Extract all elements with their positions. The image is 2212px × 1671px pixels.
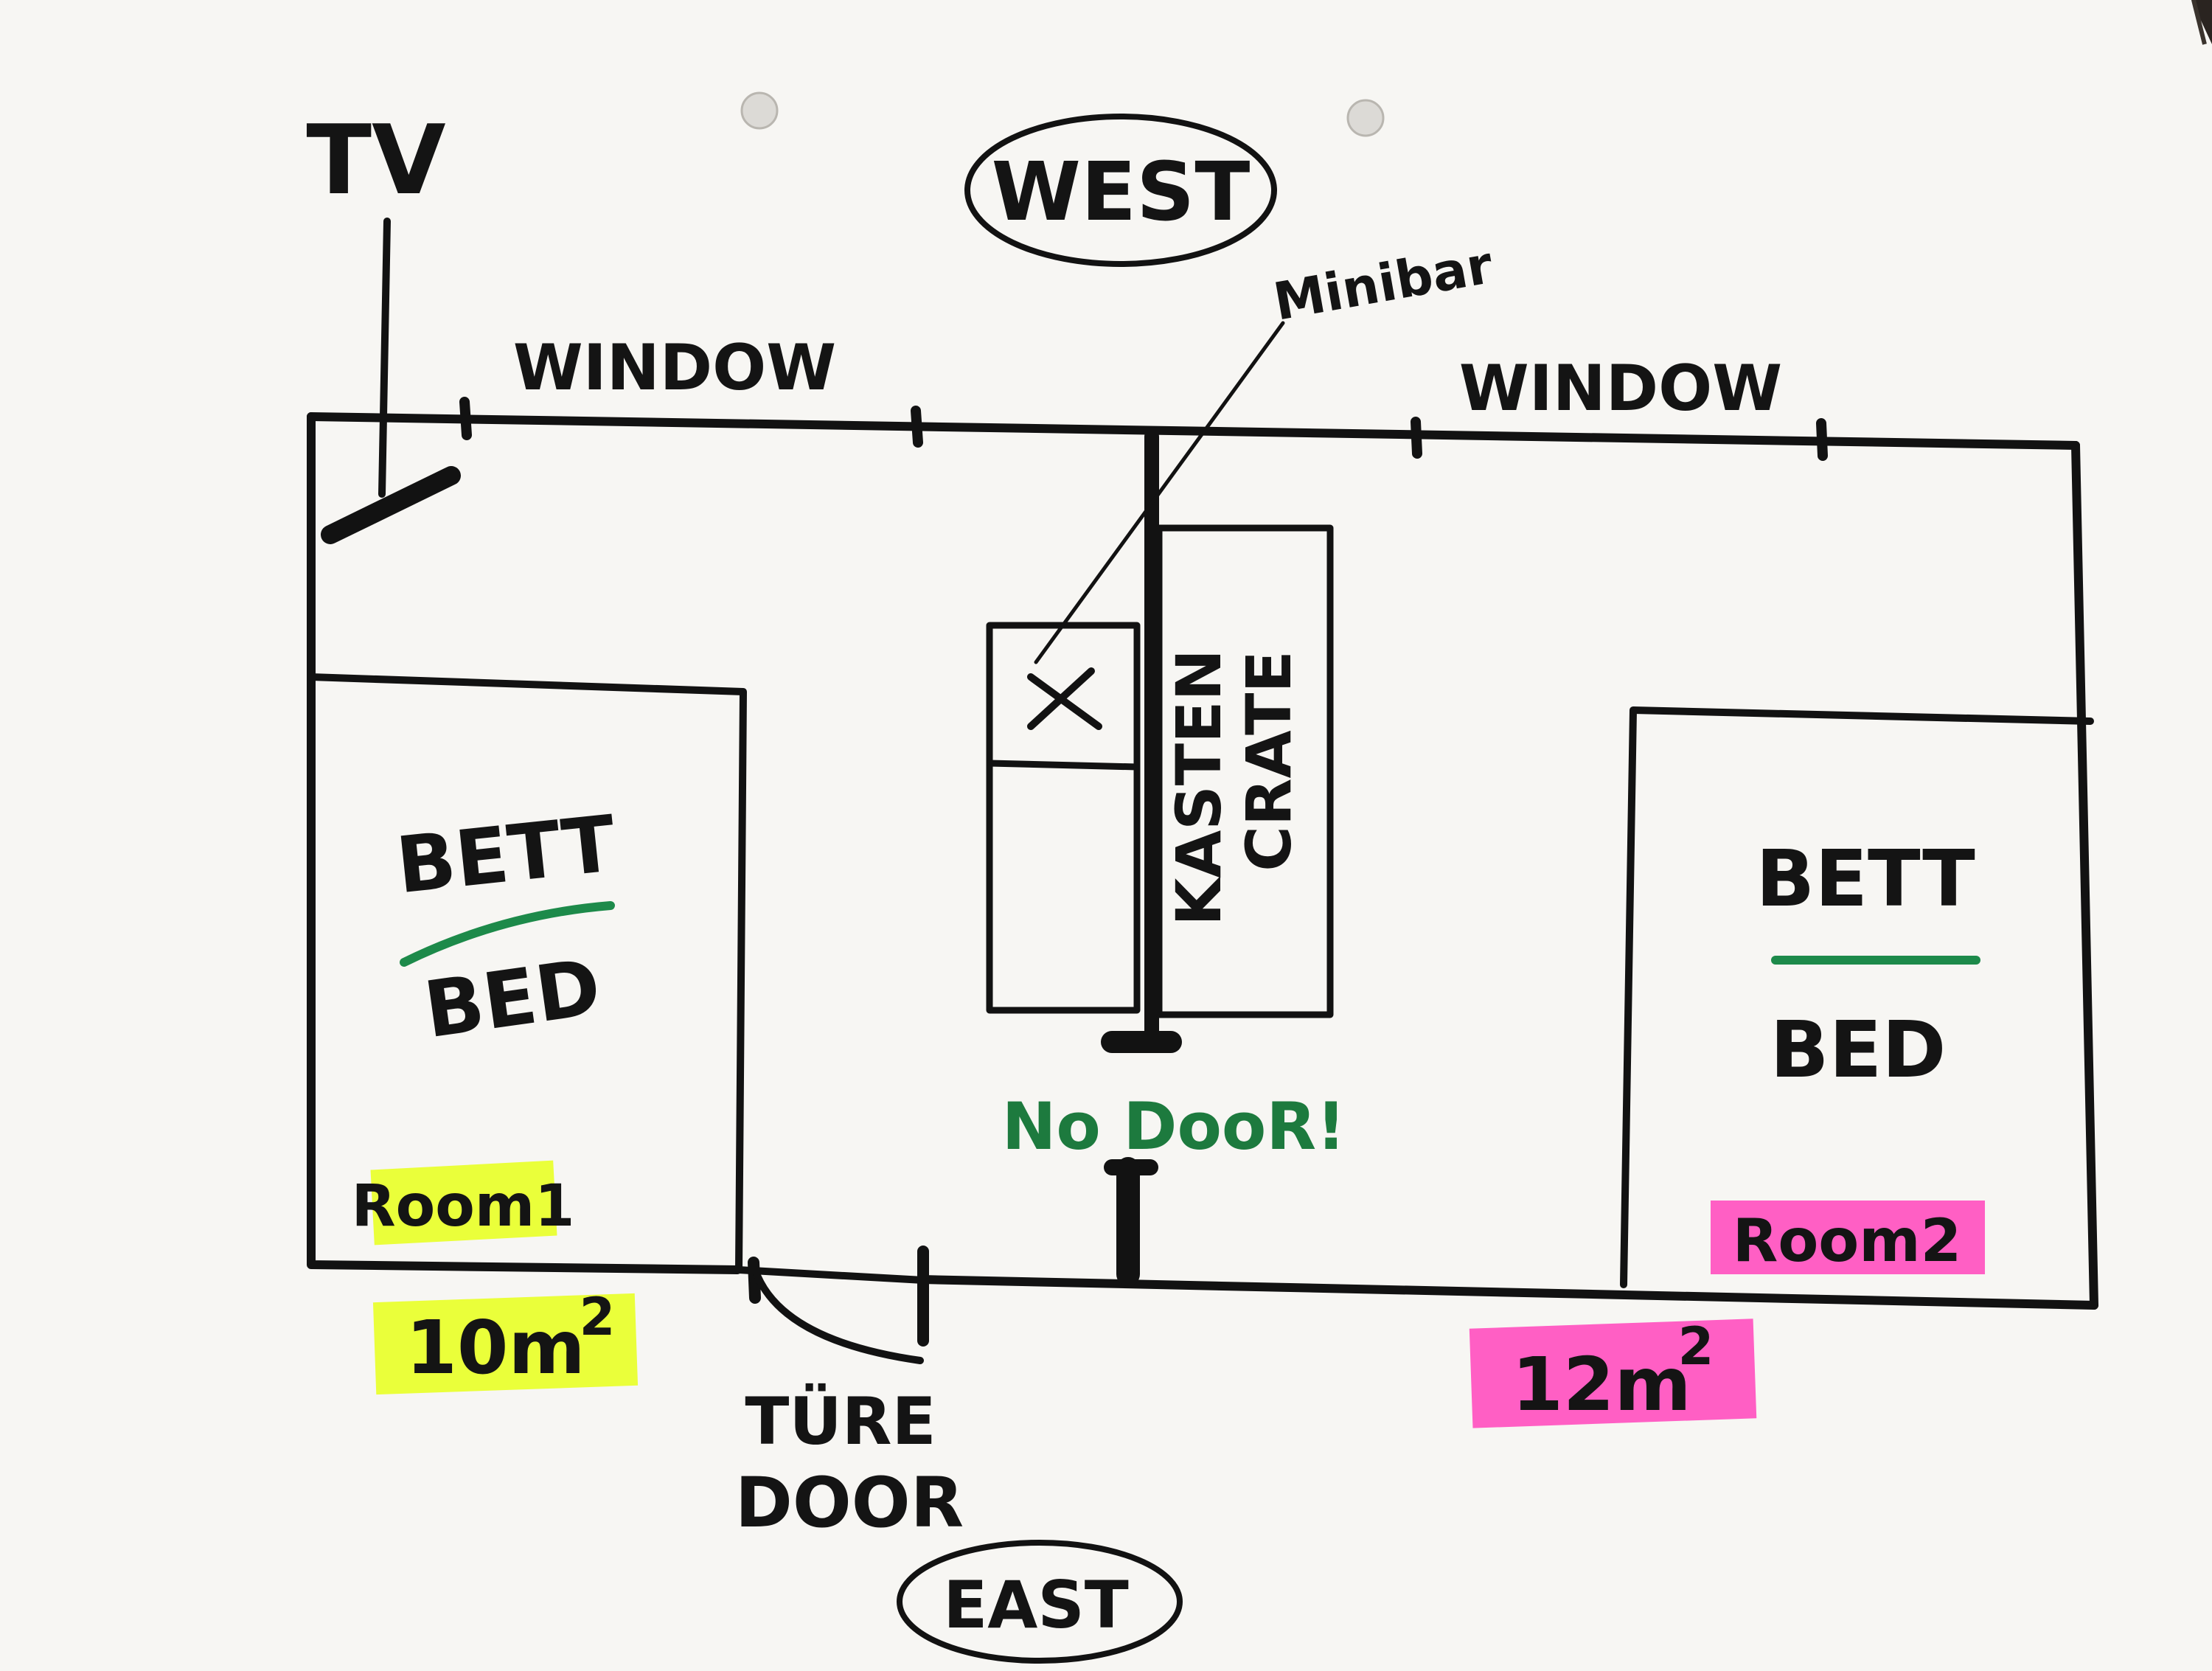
minibar-x-mark [1027, 673, 1102, 730]
east-label: EAST [943, 1567, 1129, 1643]
room2-area-exponent: 2 [1678, 1316, 1714, 1377]
door-label-de: TÜRE [745, 1383, 936, 1459]
room1-name: Room1 [352, 1173, 575, 1240]
wall-bottom-right [917, 1275, 2098, 1310]
door-swing-arc [751, 1266, 924, 1364]
window-label-left: WINDOW [513, 331, 836, 405]
punch-hole-left [740, 91, 779, 130]
window-mark [1816, 418, 1828, 461]
west-ellipse [964, 114, 1277, 267]
door-opening-line [735, 1266, 927, 1284]
room2-bed-en: BED [1770, 1005, 1947, 1095]
outer-wall [307, 412, 742, 1274]
east-ellipse [897, 1540, 1183, 1664]
tv-pointer-line [378, 218, 391, 498]
minibar-x-mark [1027, 667, 1095, 730]
room1-bed [307, 673, 747, 1274]
wall-top [307, 412, 2080, 450]
no-door-label: No DooR! [1002, 1088, 1346, 1164]
crate-label-de: KASTEN [1163, 649, 1235, 926]
minibar-pointer-line [1034, 321, 1285, 664]
room2-name: Room2 [1733, 1206, 1962, 1275]
punch-hole-right [1346, 99, 1385, 137]
wall-right [2071, 441, 2098, 1310]
crate-label-en: CRATE [1233, 650, 1305, 872]
room1-area: 10m [406, 1305, 585, 1391]
window-mark [1411, 417, 1422, 459]
room1-bed-divider [400, 901, 615, 967]
room2-area-highlight [1469, 1319, 1757, 1428]
room2-bed [1620, 706, 2094, 1288]
crate [1155, 524, 1334, 1018]
west-label: WEST [992, 145, 1251, 239]
window-mark [459, 397, 472, 440]
room1-area-exponent: 2 [580, 1287, 616, 1347]
window-mark [911, 406, 923, 448]
room2-area: 12m [1512, 1341, 1691, 1428]
minibar-shelf [986, 760, 1141, 771]
room2-name-highlight [1711, 1201, 1985, 1274]
paper-right-edge [2191, 0, 2207, 45]
tv-label: TV [306, 104, 445, 216]
room1-name-highlight [370, 1160, 557, 1246]
tv-symbol [321, 466, 461, 544]
window-label-right: WINDOW [1459, 352, 1782, 425]
room1-area-highlight [372, 1293, 639, 1395]
door-label-en: DOOR [735, 1463, 964, 1543]
room2-bed-de: BETT [1756, 834, 1975, 924]
